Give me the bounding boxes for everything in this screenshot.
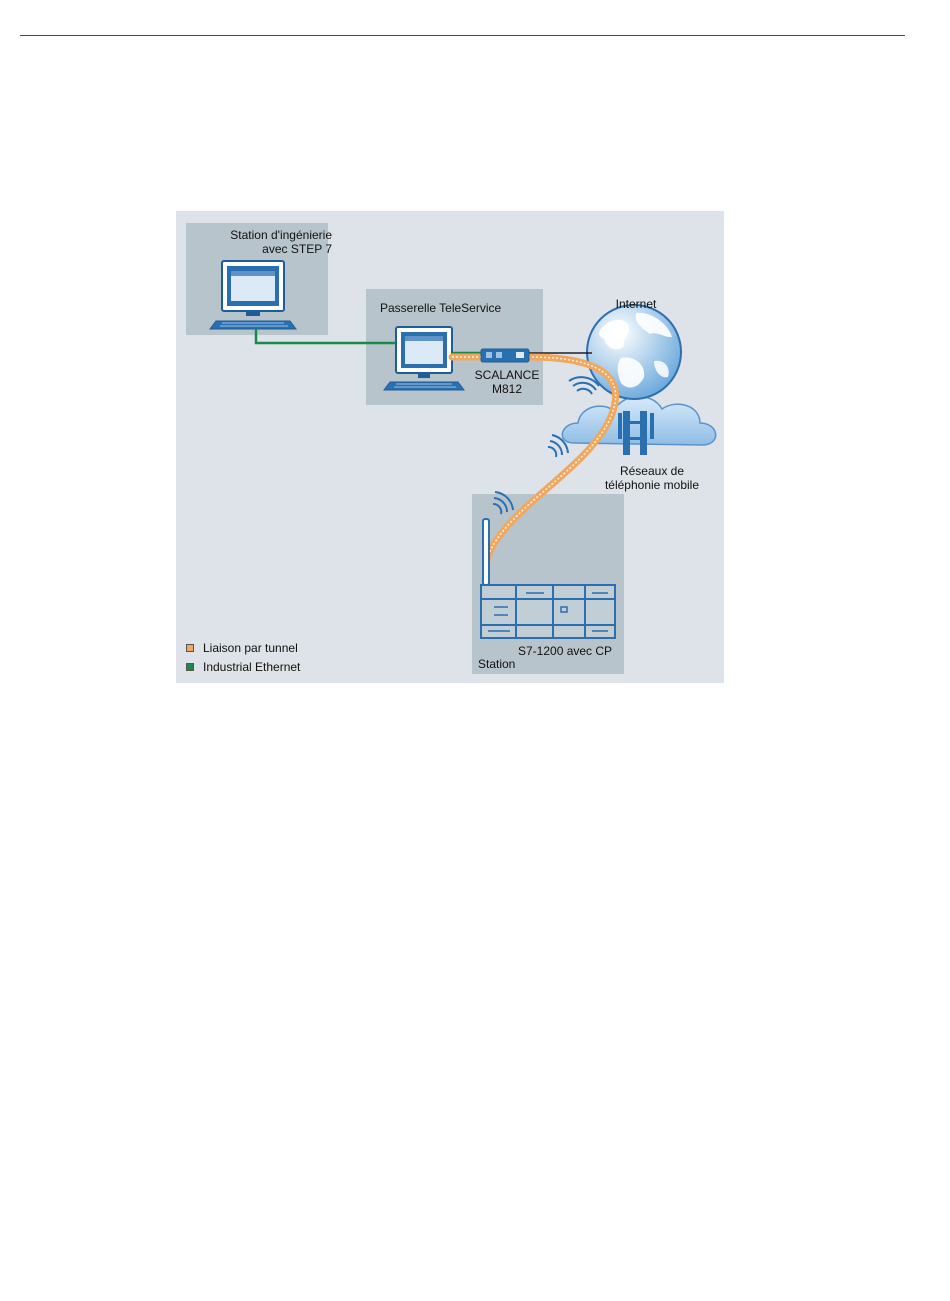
mobile-network-label-line2: téléphonie mobile bbox=[592, 478, 712, 492]
internet-label: Internet bbox=[596, 297, 676, 311]
wireless-signal-icon bbox=[569, 377, 599, 394]
network-diagram: Station d'ingénierie avec STEP 7 Passere… bbox=[176, 211, 724, 683]
station-antenna-icon bbox=[483, 519, 489, 585]
scalance-label-line2: M812 bbox=[462, 382, 552, 396]
scalance-label: SCALANCE M812 bbox=[462, 368, 552, 396]
diagram-graphics bbox=[176, 211, 724, 683]
s7-1200-plc-icon bbox=[481, 585, 615, 638]
mobile-network-label: Réseaux de téléphonie mobile bbox=[592, 464, 712, 492]
scalance-label-line1: SCALANCE bbox=[462, 368, 552, 382]
legend-label-tunnel: Liaison par tunnel bbox=[203, 641, 298, 655]
station-label: Station bbox=[478, 657, 515, 671]
scalance-router-icon bbox=[481, 349, 529, 362]
legend-swatch-tunnel bbox=[186, 644, 194, 652]
engineering-station-label: Station d'ingénierie avec STEP 7 bbox=[230, 228, 332, 256]
legend-label-ethernet: Industrial Ethernet bbox=[203, 660, 300, 674]
legend-swatch-ethernet bbox=[186, 663, 194, 671]
header-rule bbox=[20, 35, 905, 36]
engineering-station-label-line2: avec STEP 7 bbox=[230, 242, 332, 256]
legend-item-ethernet: Industrial Ethernet bbox=[186, 660, 300, 674]
internet-globe-icon bbox=[587, 305, 681, 399]
plc-label: S7-1200 avec CP bbox=[518, 644, 612, 658]
gateway-title: Passerelle TeleService bbox=[380, 301, 501, 315]
mobile-network-label-line1: Réseaux de bbox=[592, 464, 712, 478]
engineering-station-label-line1: Station d'ingénierie bbox=[230, 228, 332, 242]
legend-item-tunnel: Liaison par tunnel bbox=[186, 641, 298, 655]
